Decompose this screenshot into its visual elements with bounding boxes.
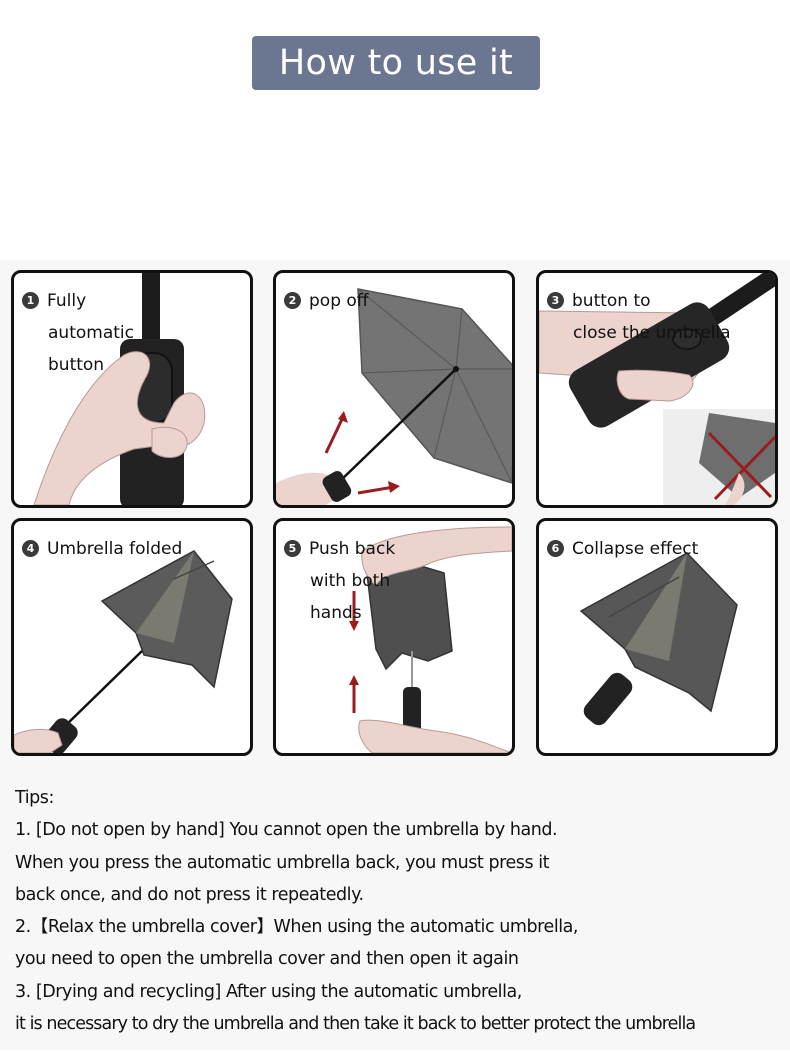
step-number-badge: 4 (22, 540, 39, 557)
step-number-badge: 2 (284, 292, 301, 309)
tip-line: When you press the automatic umbrella ba… (15, 852, 550, 873)
umbrella-popping-open-icon (276, 288, 512, 505)
step-number-badge: 6 (547, 540, 564, 557)
tip-line: 1. [Do not open by hand] You cannot open… (15, 820, 558, 841)
step-number-badge: 1 (22, 292, 39, 309)
tip-line: 2.【Relax the umbrella cover】When using t… (15, 917, 579, 938)
folded-umbrella-icon (14, 550, 233, 753)
tips-section: Tips: 1. [Do not open by hand] You canno… (15, 782, 790, 1040)
step-number-badge: 3 (547, 292, 564, 309)
hand-pressing-button-icon (33, 273, 206, 505)
tip-line: it is necessary to dry the umbrella and … (15, 1014, 696, 1035)
tip-line: 3. [Drying and recycling] After using th… (15, 981, 522, 1002)
tip-line: you need to open the umbrella cover and … (15, 949, 519, 970)
page-title: How to use it (252, 36, 540, 90)
header: How to use it (0, 0, 790, 260)
footer-spacer (0, 1050, 790, 1064)
hand-pressing-close-button-icon (539, 273, 775, 505)
collapsed-umbrella-icon (579, 552, 738, 726)
tips-heading: Tips: (15, 788, 54, 808)
step-number-badge: 5 (284, 540, 301, 557)
tip-line: back once, and do not press it repeatedl… (15, 884, 364, 905)
push-back-with-hands-icon (349, 526, 512, 753)
